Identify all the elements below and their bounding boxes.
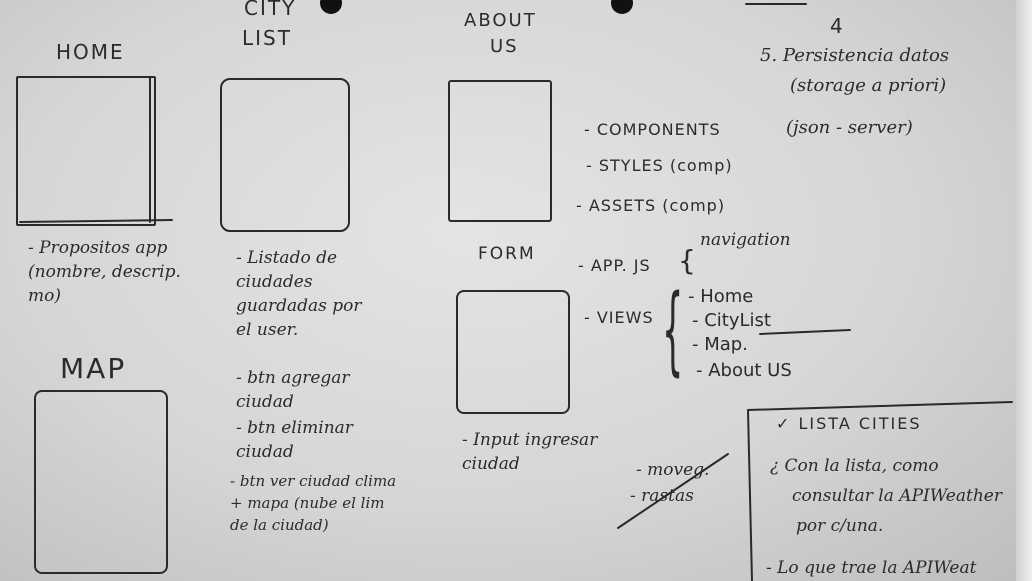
home-screen-frame [16,76,156,226]
home-title: HOME [56,40,125,64]
lista-cities-question-line2: consultar la APIWeather [792,486,1002,506]
structure-components: - COMPONENTS [584,120,721,139]
view-item-home: - Home [688,286,754,307]
views-brace: { [662,274,684,386]
home-frame-underline [19,219,173,223]
punch-hole [611,0,633,14]
structure-app-js: - APP. JS [578,256,651,275]
city-list-view-note: - btn ver ciudad clima + mapa (nube el l… [230,472,397,534]
form-title: FORM [478,244,536,264]
home-note: - Propositos app (nombre, descrip. mo) [28,238,181,306]
city-list-screen-frame [220,78,350,232]
lista-cities-question-line1: ¿ Con la lista, como [770,456,939,476]
item-number-4: 4 [830,14,843,38]
paper-edge [1016,0,1032,581]
navigation-brace: { [678,244,696,277]
structure-assets: - ASSETS (comp) [576,196,726,215]
punch-hole [320,0,342,14]
city-list-title-line1: CITY [244,0,297,20]
item5-line2: (storage a priori) [790,75,947,96]
item5-line3: (json - server) [786,117,913,138]
map-screen-frame [34,390,168,574]
form-note: - Input ingresar ciudad [462,430,598,474]
view-item-about-us: - About US [696,360,792,381]
lista-cities-bottom-note: - Lo que trae la APIWeat [766,558,977,578]
view-item-citylist: - CityList [692,310,771,331]
strike-line [617,453,729,529]
structure-styles: - STYLES (comp) [586,156,733,175]
about-us-screen-frame [448,80,552,222]
lista-cities-question-line3: por c/una. [796,516,884,536]
structure-views: - VIEWS [584,308,654,327]
lista-cities-title: ✓ LISTA CITIES [776,414,922,433]
view-item-map: - Map. [692,334,748,355]
form-screen-frame [456,290,570,414]
item5-line1: 5. Persistencia datos [760,45,950,66]
lista-box-left [747,409,753,581]
about-us-title-line2: US [490,36,519,57]
lista-box-top [747,401,1013,411]
map-strike [759,329,851,335]
city-list-add-note: - btn agregar ciudad [236,368,350,412]
about-us-title-line1: ABOUT [464,10,537,31]
map-title: MAP [60,352,127,385]
city-list-note: - Listado de ciudades guardadas por el u… [236,248,362,340]
crossed-note: - rastas [630,486,694,506]
city-list-title-line2: LIST [242,26,292,50]
city-list-remove-note: - btn eliminar ciudad [236,418,353,462]
crossed-note: - moveg. [636,460,710,480]
structure-navigation: navigation [700,230,791,250]
